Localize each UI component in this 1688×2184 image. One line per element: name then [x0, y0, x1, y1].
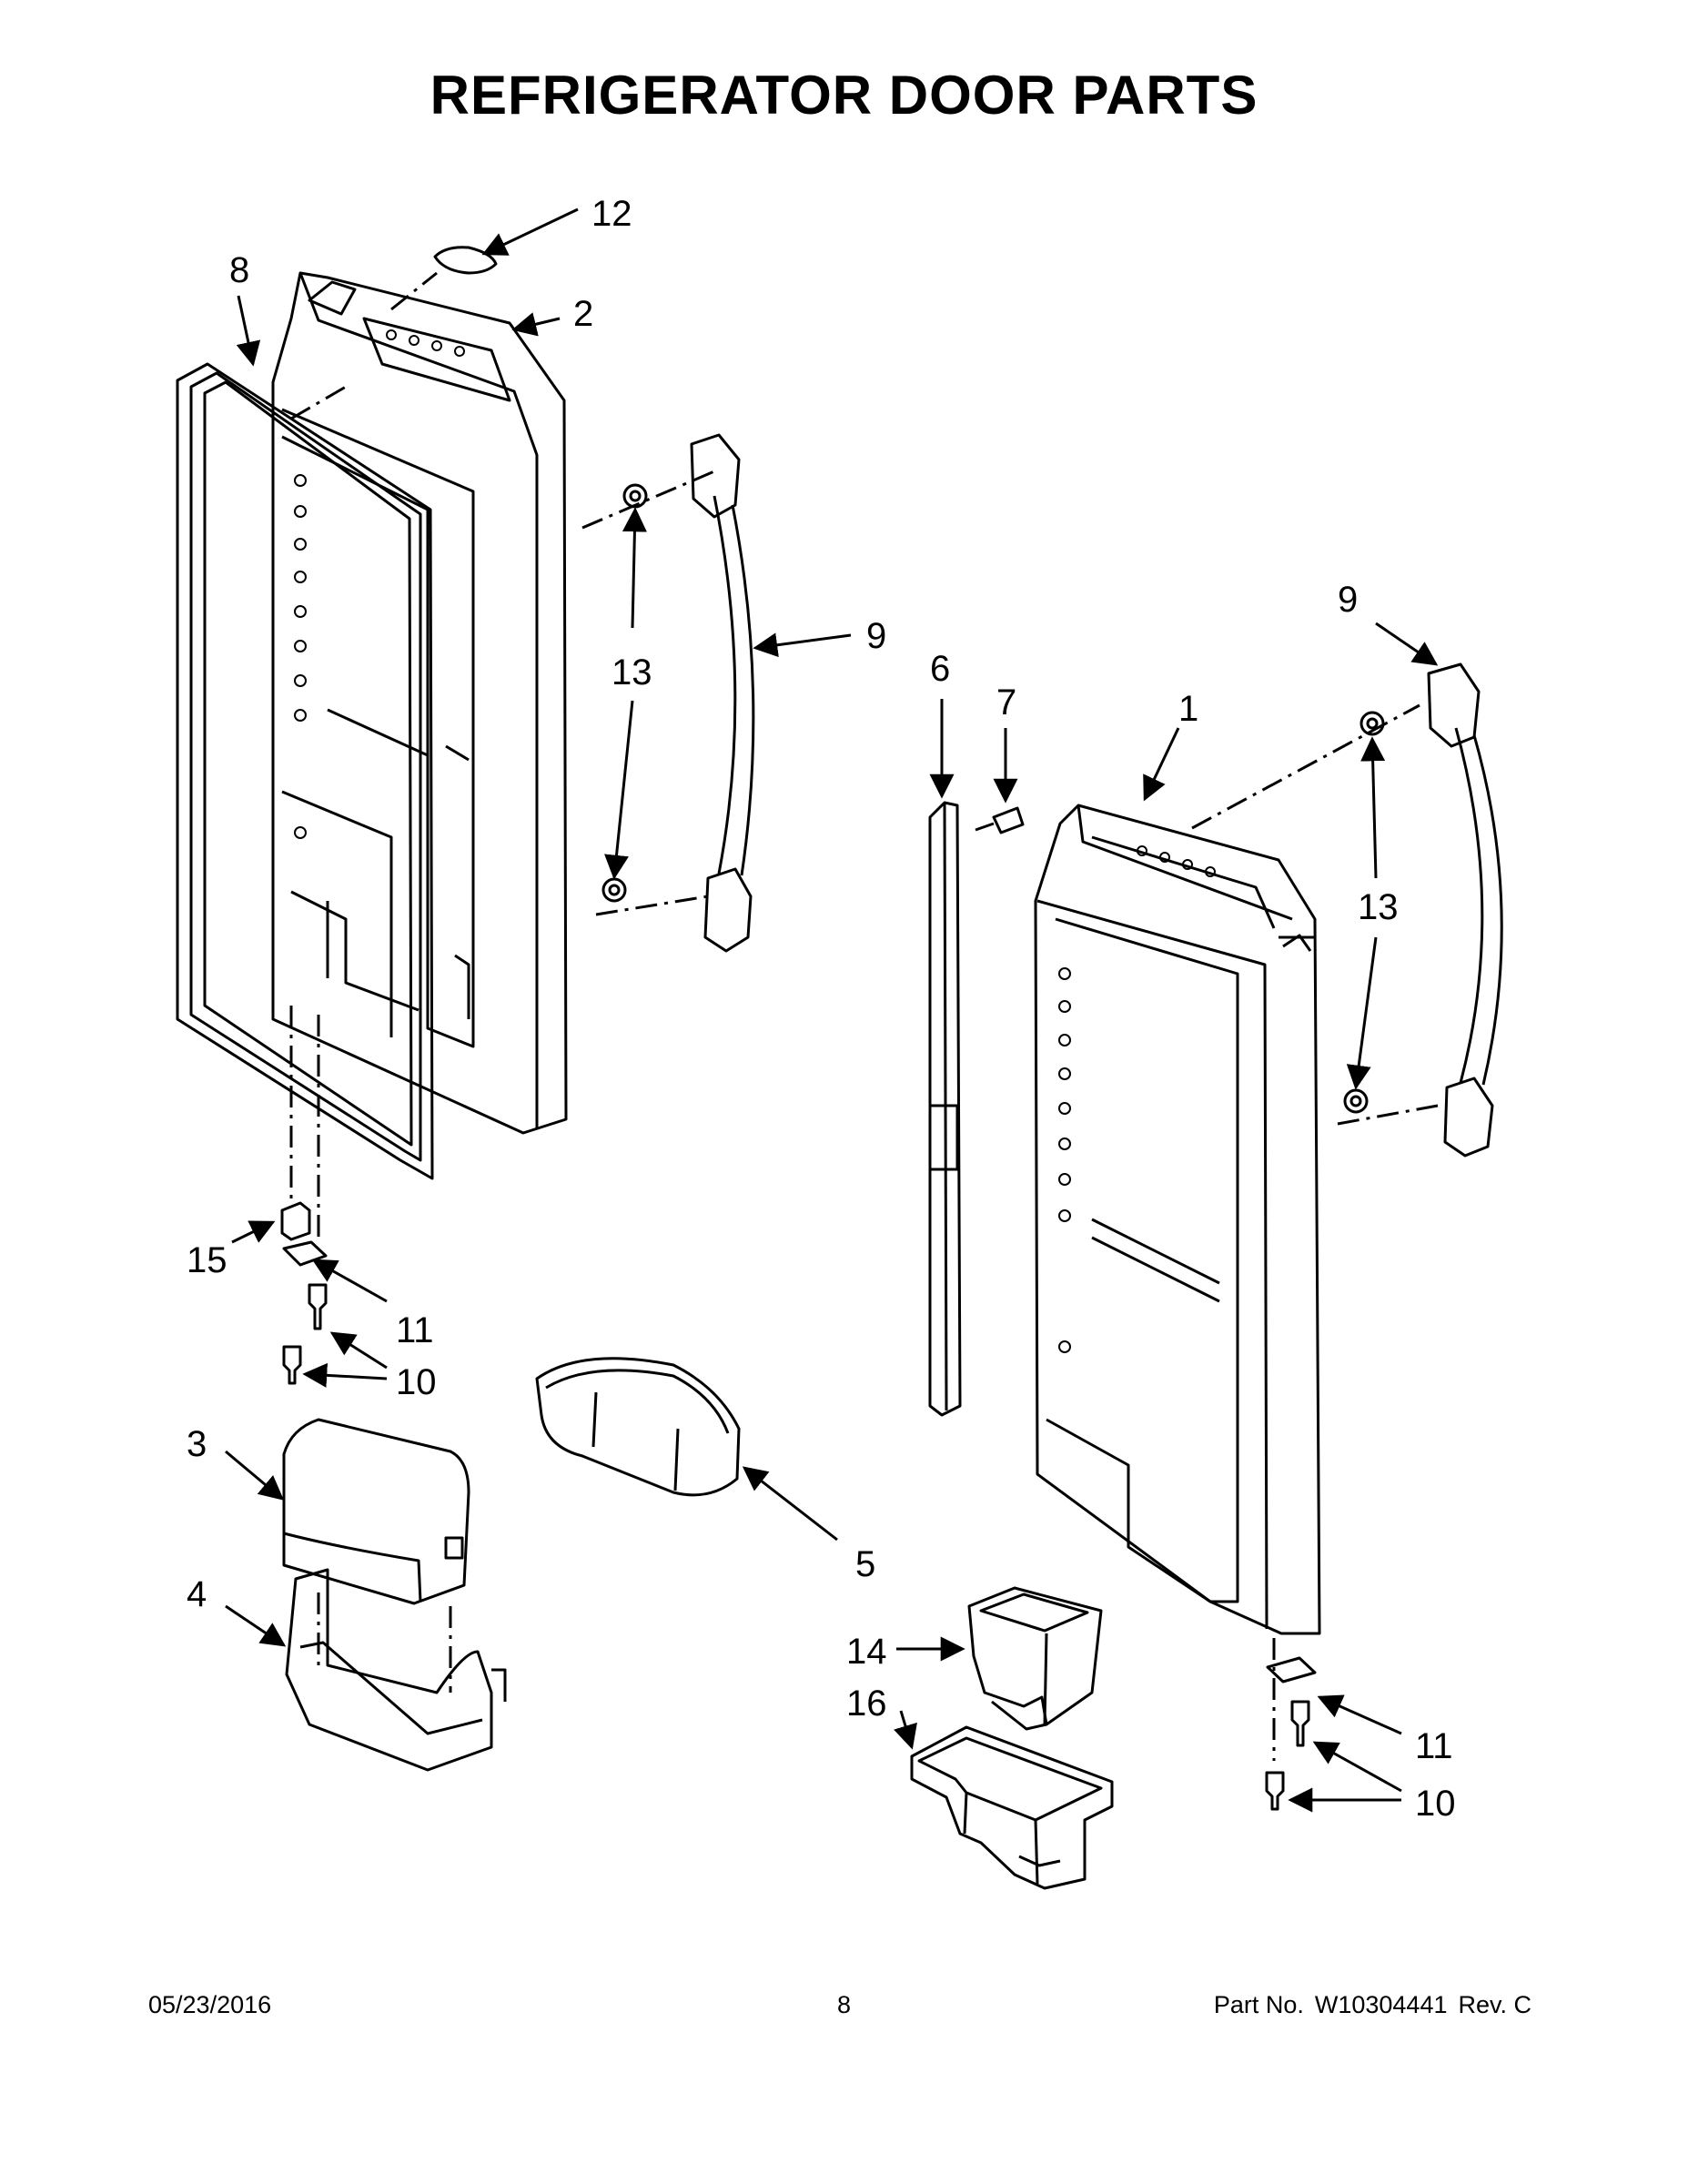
callout-4: 4 [187, 1574, 207, 1614]
callout-2: 2 [573, 294, 593, 334]
callout-12: 12 [591, 194, 632, 234]
door-bin [535, 1357, 741, 1497]
callout-6: 6 [930, 649, 950, 689]
left-liner-bin-holes [294, 329, 465, 839]
right-door-handle [1427, 662, 1503, 1158]
door-hinge-strip [928, 801, 962, 1417]
dispenser-cover [282, 1418, 470, 1605]
callout-14: 14 [846, 1632, 887, 1672]
callout-15: 15 [187, 1240, 227, 1280]
right-handle-screws [1343, 711, 1385, 1114]
callout-9-right: 9 [1338, 580, 1358, 620]
right-liner-bin-holes [1058, 845, 1216, 1353]
callout-16: 16 [846, 1684, 887, 1724]
callout-11-left: 11 [396, 1310, 434, 1350]
right-door-liner [1034, 804, 1321, 1635]
top-seal [433, 246, 498, 275]
dispenser-bin [285, 1568, 507, 1772]
page-title: REFRIGERATOR DOOR PARTS [430, 65, 1258, 126]
callout-10-left: 10 [396, 1362, 437, 1402]
left-handle-screws [601, 483, 648, 903]
callout-9-left: 9 [866, 616, 886, 656]
footer-part-number: Part No. W10304441 Rev. C [1203, 1991, 1531, 2019]
right-hinge-shim [1266, 1656, 1317, 1684]
callout-8: 8 [229, 250, 249, 290]
footer-page-number: 8 [836, 1991, 852, 2018]
callout-5: 5 [855, 1544, 875, 1584]
part-number: W10304441 [1314, 1991, 1448, 2018]
ice-bin-insert [967, 1586, 1103, 1731]
door-gasket [176, 362, 434, 1180]
hinge-bushing [280, 1201, 311, 1241]
footer-date: 05/23/2016 [148, 1991, 272, 2018]
hinge-screw [975, 806, 1025, 834]
callout-3: 3 [187, 1424, 207, 1464]
part-prefix: Part No. [1213, 1991, 1304, 2018]
callout-7: 7 [996, 682, 1016, 723]
right-hinge-screws [1265, 1700, 1310, 1811]
left-door-handle [690, 433, 755, 953]
callout-10-right: 10 [1415, 1784, 1456, 1824]
left-hinge-shim [282, 1240, 328, 1267]
revision: Rev. C [1458, 1991, 1531, 2018]
ice-bin-bucket [910, 1725, 1114, 1890]
callout-11-right: 11 [1415, 1726, 1453, 1766]
callout-1: 1 [1178, 689, 1198, 729]
callout-13-left: 13 [612, 652, 652, 693]
left-door-liner [271, 271, 568, 1135]
left-hinge-screws [282, 1283, 328, 1385]
callout-13-right: 13 [1358, 887, 1399, 927]
